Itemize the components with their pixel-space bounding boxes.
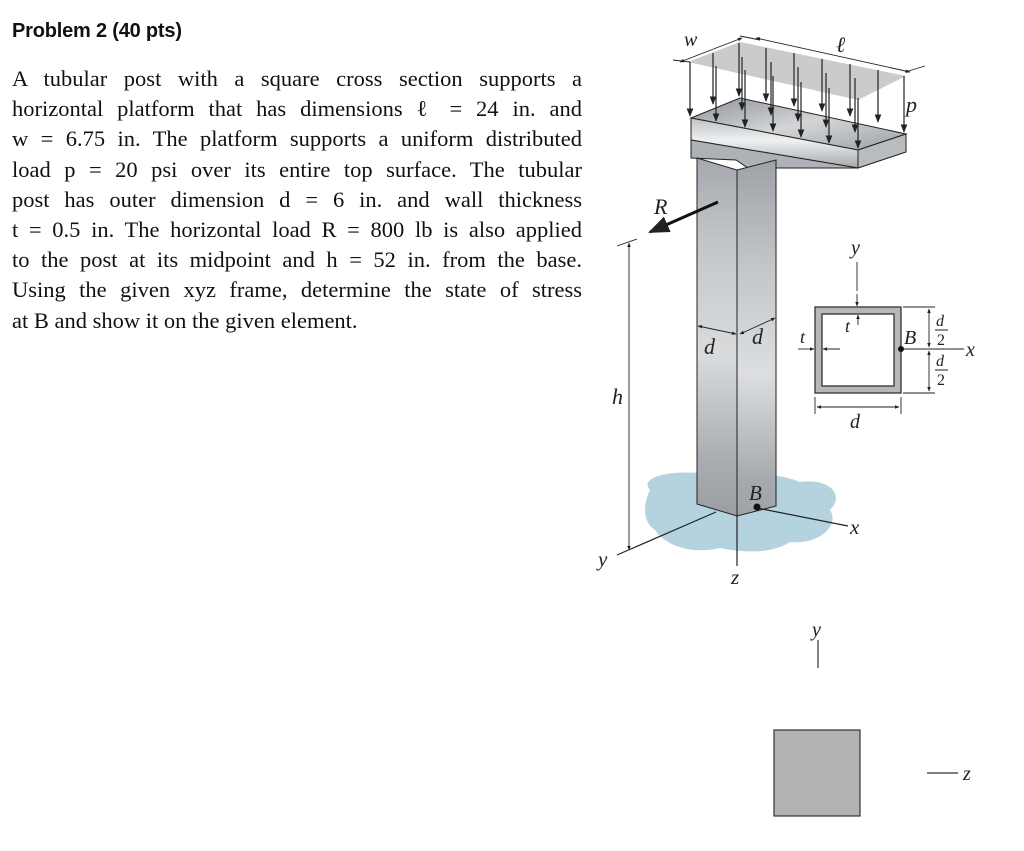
problem-line: to the post at its midpoint and h = 52 i… xyxy=(12,247,582,273)
label-t-top: t xyxy=(845,316,851,336)
svg-text:d: d xyxy=(936,313,945,330)
label-y-section: y xyxy=(849,237,860,259)
dimension-h xyxy=(616,238,638,551)
stress-element xyxy=(773,640,958,817)
problem-line: A tubular post with a square cross secti… xyxy=(12,66,582,91)
problem-line: w = 6.75 in. The platform supports a uni… xyxy=(12,126,582,152)
problem-line: Using the given xyz frame, determine the… xyxy=(12,277,582,303)
post-left-face xyxy=(696,157,738,517)
label-d-section: d xyxy=(850,411,861,433)
label-d-left: d xyxy=(704,334,716,359)
dimension-d-post xyxy=(697,317,776,335)
dimension-l xyxy=(739,35,926,73)
label-B-base: B xyxy=(749,481,762,505)
label-z-base: z xyxy=(730,565,739,589)
platform-side xyxy=(857,133,907,169)
point-B-base xyxy=(753,503,761,511)
platform-under xyxy=(690,139,859,169)
label-R: R xyxy=(653,194,668,219)
base-axes xyxy=(616,507,849,566)
label-z-element: z xyxy=(962,763,971,785)
label-w: w xyxy=(684,29,698,51)
label-p: p xyxy=(904,92,917,117)
label-x-base: x xyxy=(849,515,860,539)
half-d-top: d 2 xyxy=(935,313,948,349)
label-h: h xyxy=(612,384,623,409)
label-l: ℓ xyxy=(836,32,846,57)
cross-section xyxy=(798,262,964,414)
problem-line: t = 0.5 in. The horizontal load R = 800 … xyxy=(12,217,582,243)
problem-statement: A tubular post with a square cross secti… xyxy=(12,64,582,336)
tube-inner xyxy=(821,313,895,387)
problem-line: post has outer dimension d = 6 in. and w… xyxy=(12,186,582,212)
half-d-bottom: d 2 xyxy=(935,353,948,389)
problem-line: load p = 20 psi over its entire top surf… xyxy=(12,156,582,182)
element-square xyxy=(773,729,861,817)
label-t-left: t xyxy=(800,327,806,347)
dimension-w xyxy=(672,37,743,63)
svg-text:2: 2 xyxy=(937,332,945,349)
svg-text:2: 2 xyxy=(937,372,945,389)
label-y-element: y xyxy=(810,619,821,641)
point-B-section xyxy=(898,346,904,352)
force-R-arrow xyxy=(648,200,719,234)
distributed-load-arrows xyxy=(686,43,908,149)
svg-text:d: d xyxy=(936,353,945,370)
problem-line: horizontal platform that has dimensions … xyxy=(12,96,582,122)
label-y-base: y xyxy=(596,547,608,571)
problem-title: Problem 2 (40 pts) xyxy=(12,20,182,42)
label-d-right: d xyxy=(752,324,764,349)
label-x-section: x xyxy=(965,339,975,361)
label-B-section: B xyxy=(904,327,916,349)
problem-line: at B and show it on the given element. xyxy=(12,307,358,333)
load-plane xyxy=(688,42,906,100)
post-right-face xyxy=(736,159,777,517)
